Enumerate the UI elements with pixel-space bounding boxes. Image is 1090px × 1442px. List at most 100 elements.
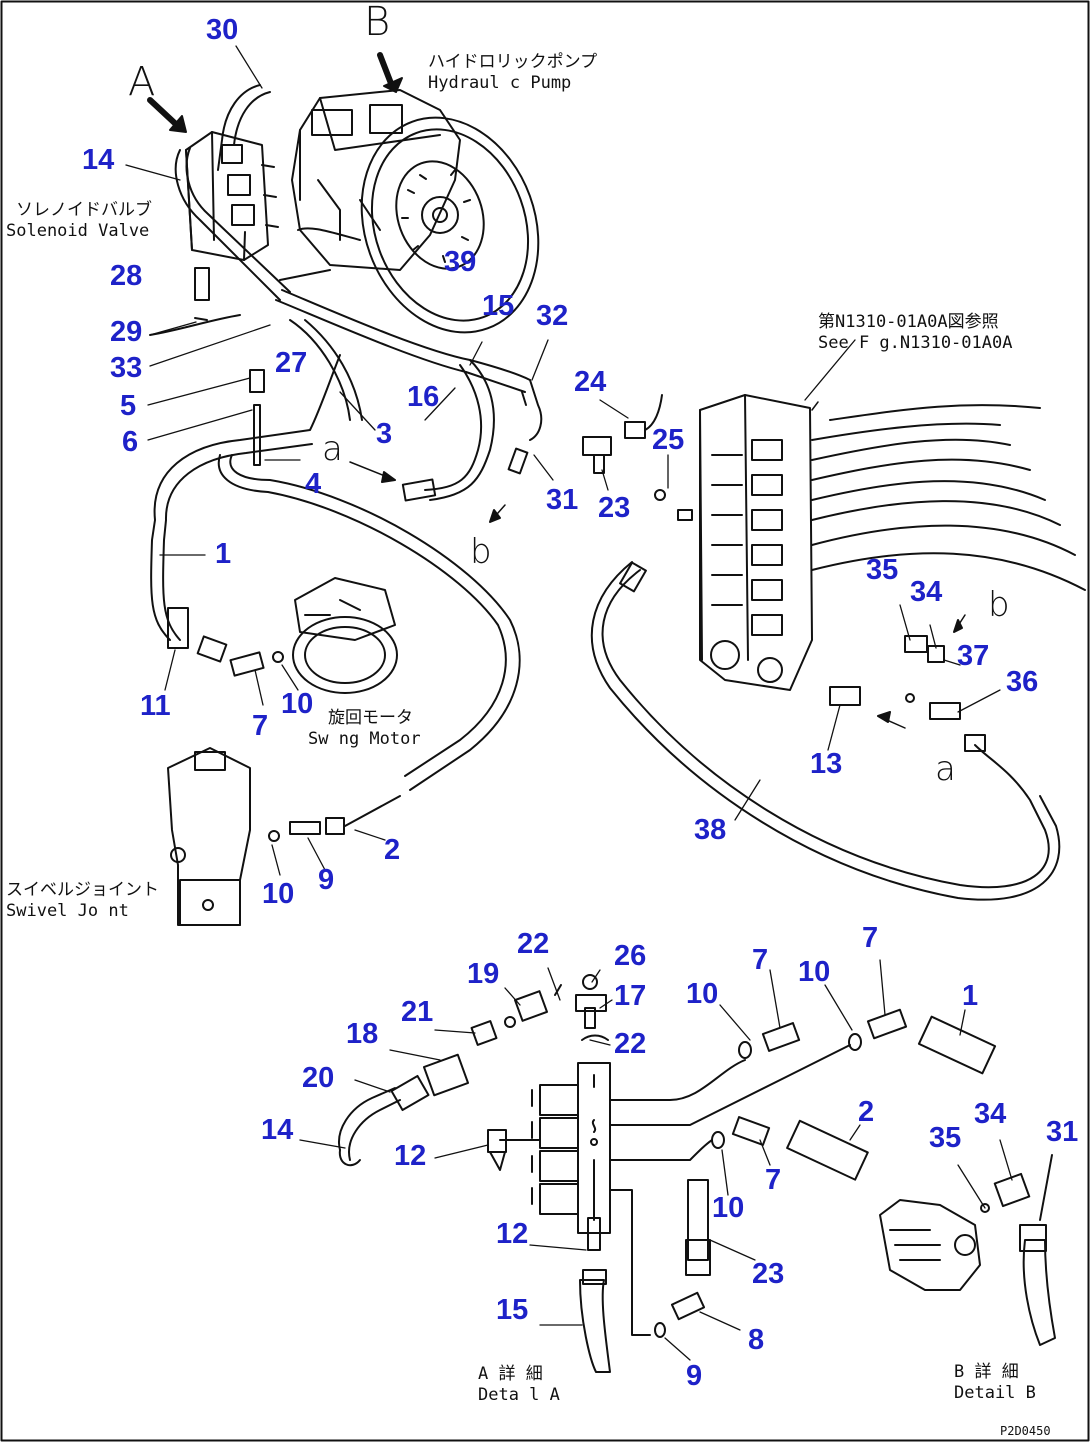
view-arrows bbox=[147, 52, 966, 729]
hydraulic-pump bbox=[291, 89, 540, 334]
part-callout: 2 bbox=[858, 1096, 875, 1128]
solenoid-valve-label-jp: ソレノイドバルブ bbox=[16, 200, 152, 220]
see-figure-label-en: See F g.N1310-01A0A bbox=[818, 333, 1013, 353]
part-callout: 3 bbox=[376, 418, 393, 450]
part-callout: 38 bbox=[694, 814, 727, 846]
detail-a-label-jp: A 詳 細 bbox=[478, 1364, 543, 1384]
part-callout: 28 bbox=[110, 260, 143, 292]
part-callout: 39 bbox=[444, 246, 477, 278]
detail-b-label: B 詳 細 Detail B bbox=[954, 1362, 1036, 1404]
part-callout: 36 bbox=[1006, 666, 1039, 698]
part-callout: 13 bbox=[810, 748, 843, 780]
hydraulic-pump-label: ハイドロリックポンプ Hydraul c Pump bbox=[428, 52, 597, 94]
part-callout: 12 bbox=[496, 1218, 529, 1250]
part-callout: 2 bbox=[384, 834, 401, 866]
part-callout: 1 bbox=[962, 980, 979, 1012]
part-callout: 21 bbox=[401, 996, 434, 1028]
part-callout: 15 bbox=[496, 1294, 529, 1326]
part-callout: 1 bbox=[215, 538, 232, 570]
part-callout: 25 bbox=[652, 424, 685, 456]
part-callout: 17 bbox=[614, 980, 647, 1012]
hose-38 bbox=[590, 561, 1061, 901]
swivel-joint-label-en: Swivel Jo nt bbox=[6, 901, 129, 921]
part-callout: 19 bbox=[467, 958, 500, 990]
control-valve bbox=[699, 394, 1086, 691]
swivel-joint-label: スイベルジョイント Swivel Jo nt bbox=[6, 880, 159, 922]
connection-a-letter-lower: a bbox=[935, 749, 956, 789]
connection-a-letter-upper: a bbox=[322, 429, 343, 469]
detail-b-label-en: Detail B bbox=[954, 1383, 1036, 1403]
detail-b-drawing bbox=[879, 1154, 1056, 1346]
part-callout: 33 bbox=[110, 352, 143, 384]
connection-b-letter-lower: b bbox=[988, 585, 1010, 625]
part-callout: 12 bbox=[394, 1140, 427, 1172]
part-callout: 31 bbox=[546, 484, 579, 516]
swing-motor-label: 旋回モータ Sw ng Motor bbox=[308, 708, 421, 750]
part-callout: 35 bbox=[866, 554, 899, 586]
part-callout: 9 bbox=[318, 864, 335, 896]
solenoid-valve-label: ソレノイドバルブ Solenoid Valve bbox=[6, 200, 152, 242]
part-callout: 9 bbox=[686, 1360, 703, 1392]
part-callout: 20 bbox=[302, 1062, 335, 1094]
part-callout: 11 bbox=[140, 690, 171, 722]
part-callout: 37 bbox=[957, 640, 990, 672]
swivel-joint bbox=[167, 747, 251, 926]
part-callout: 6 bbox=[122, 426, 139, 458]
part-callout: 34 bbox=[974, 1098, 1007, 1130]
part-callout: 31 bbox=[1046, 1116, 1079, 1148]
part-callout: 4 bbox=[305, 468, 322, 500]
part-callout: 5 bbox=[120, 390, 137, 422]
part-callout: 15 bbox=[482, 290, 515, 322]
view-a-letter: A bbox=[128, 59, 156, 105]
leader-lines-upper bbox=[125, 45, 1001, 876]
view-b-letter: B bbox=[364, 0, 391, 45]
part-callout: 14 bbox=[261, 1114, 294, 1146]
solenoid-valve-label-en: Solenoid Valve bbox=[6, 221, 150, 241]
part-callout: 30 bbox=[206, 14, 239, 46]
part-callout: 10 bbox=[281, 688, 314, 720]
part-callout: 14 bbox=[82, 144, 115, 176]
drawing-code: P2D0450 bbox=[1000, 1424, 1051, 1438]
swing-motor-label-en: Sw ng Motor bbox=[308, 729, 421, 749]
swing-motor-label-jp: 旋回モータ bbox=[328, 708, 413, 728]
see-figure-label: 第N1310-01A0A図参照 See F g.N1310-01A0A bbox=[818, 312, 1012, 354]
part-callout: 18 bbox=[346, 1018, 379, 1050]
see-figure-label-jp: 第N1310-01A0A図参照 bbox=[818, 312, 999, 332]
hydraulic-pump-label-en: Hydraul c Pump bbox=[428, 73, 572, 93]
part-callout: 22 bbox=[614, 1028, 647, 1060]
detail-a-manifold bbox=[338, 974, 997, 1373]
part-callout: 22 bbox=[517, 928, 550, 960]
part-callout: 8 bbox=[748, 1324, 765, 1356]
detail-a-label-en: Deta l A bbox=[478, 1385, 560, 1405]
solenoid-valve bbox=[185, 131, 279, 261]
part-callout: 24 bbox=[574, 366, 607, 398]
part-callout: 29 bbox=[110, 316, 143, 348]
detail-a-label: A 詳 細 Deta l A bbox=[478, 1364, 560, 1406]
part-callout: 26 bbox=[614, 940, 647, 972]
part-callout: 7 bbox=[752, 944, 769, 976]
part-callout: 7 bbox=[252, 710, 269, 742]
part-callout: 10 bbox=[712, 1192, 745, 1224]
upper-fittings bbox=[149, 267, 986, 842]
leader-lines-detail bbox=[299, 959, 1013, 1361]
swivel-joint-label-jp: スイベルジョイント bbox=[6, 880, 159, 900]
part-callout: 10 bbox=[798, 956, 831, 988]
part-callout: 35 bbox=[929, 1122, 962, 1154]
hose-15-16-32 bbox=[174, 84, 543, 501]
part-callout: 23 bbox=[752, 1258, 785, 1290]
swing-motor bbox=[292, 577, 398, 694]
part-callout: 7 bbox=[862, 922, 879, 954]
part-callout: 16 bbox=[407, 381, 440, 413]
part-callout: 27 bbox=[275, 347, 308, 379]
part-callout: 10 bbox=[686, 978, 719, 1010]
detail-b-label-jp: B 詳 細 bbox=[954, 1362, 1019, 1382]
part-callout: 7 bbox=[765, 1164, 782, 1196]
part-callout: 34 bbox=[910, 576, 943, 608]
part-callout: 23 bbox=[598, 492, 631, 524]
connection-b-letter-upper: b bbox=[470, 532, 492, 572]
hydraulic-pump-label-jp: ハイドロリックポンプ bbox=[428, 52, 598, 72]
part-callout: 10 bbox=[262, 878, 295, 910]
part-callout: 32 bbox=[536, 300, 569, 332]
